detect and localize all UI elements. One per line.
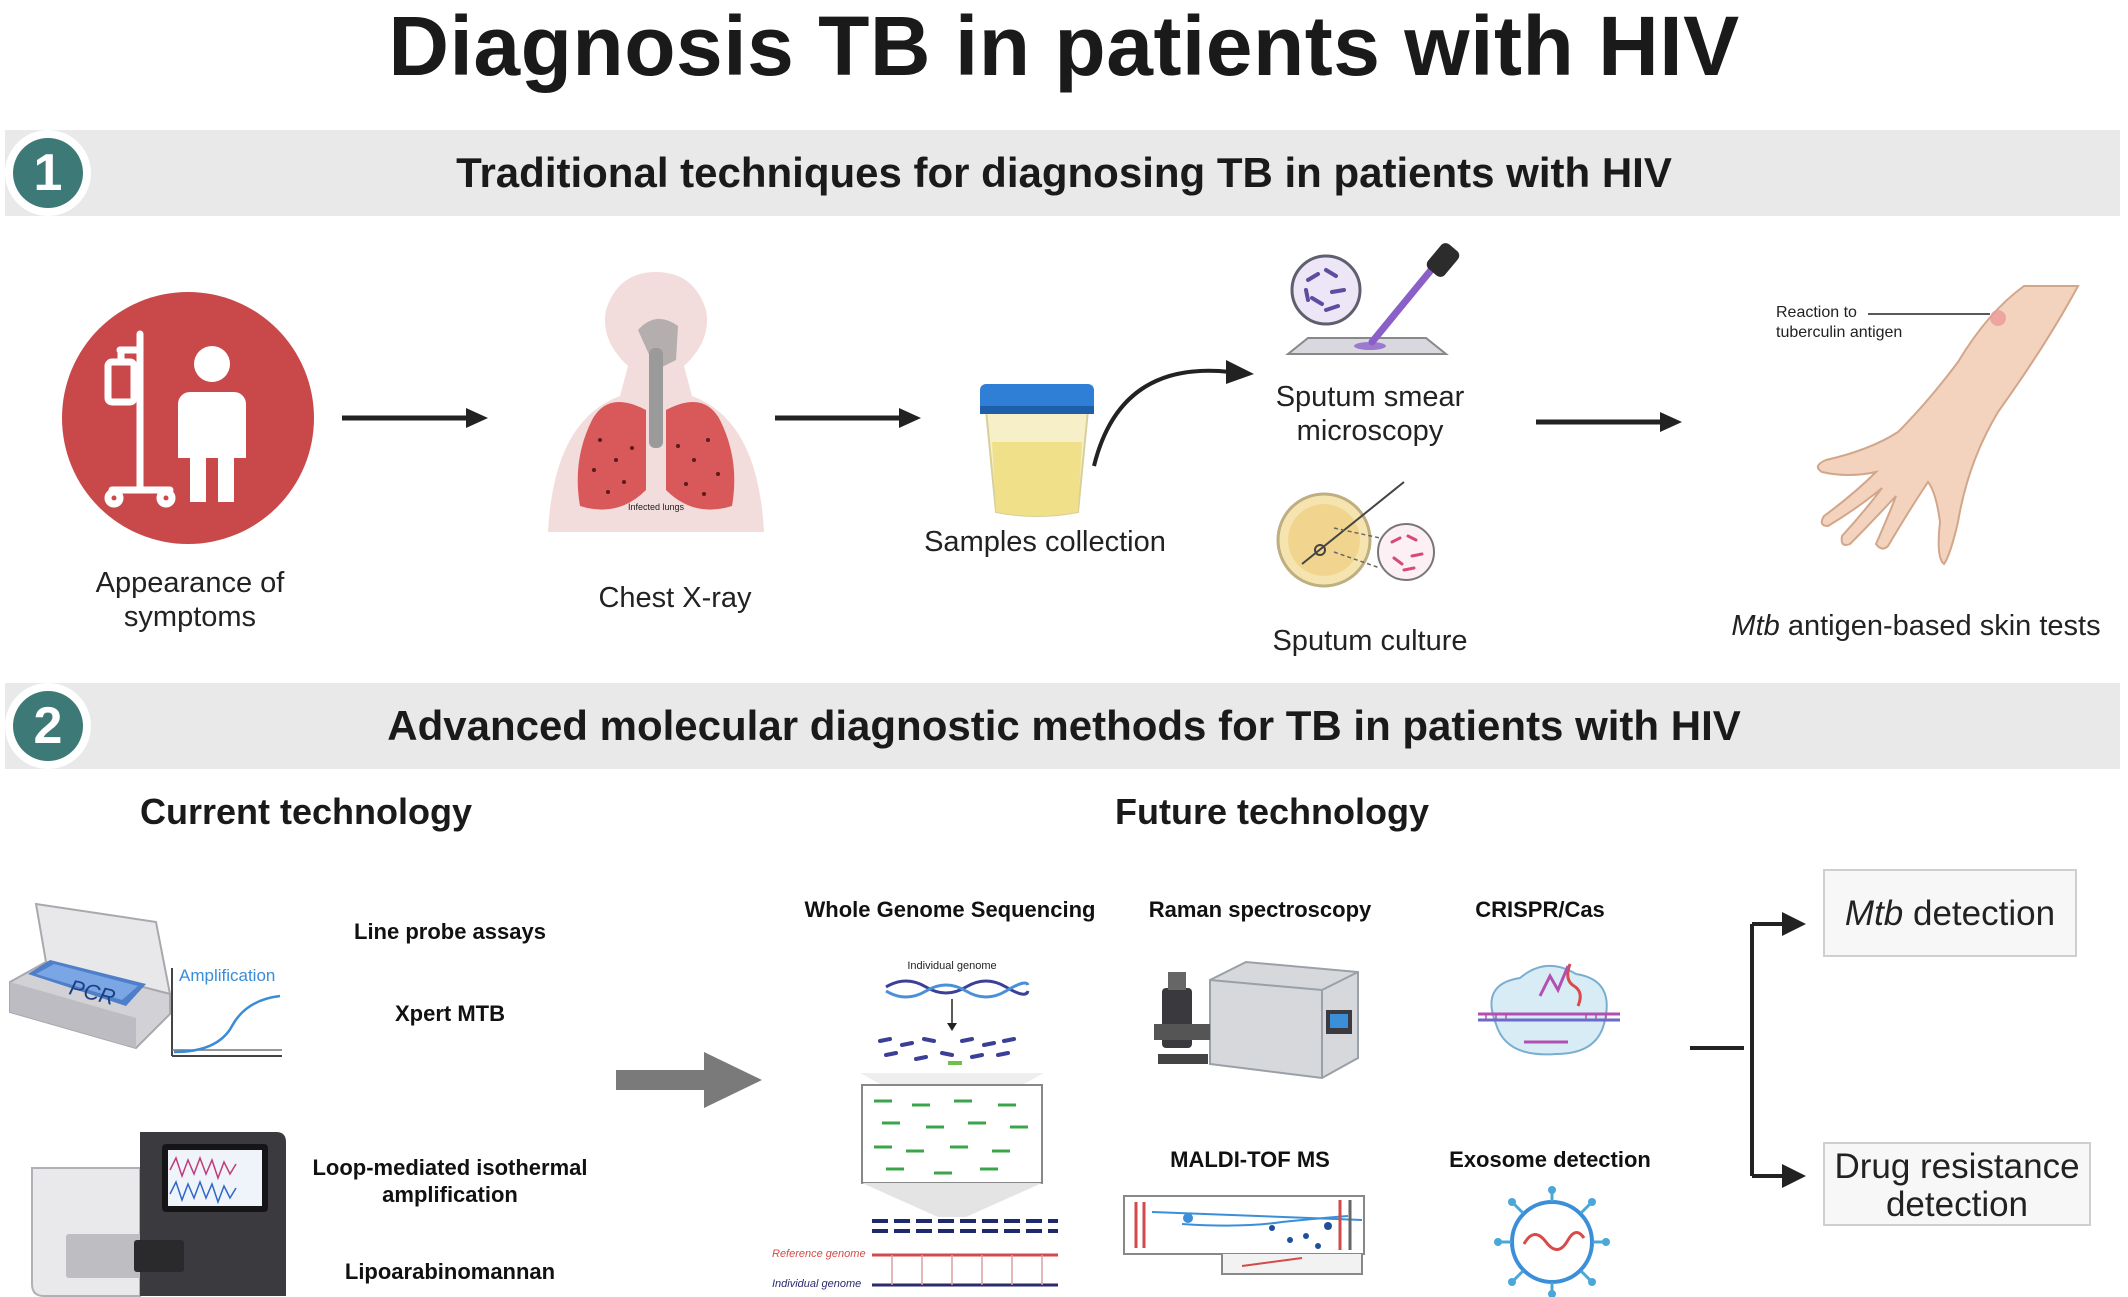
skin-test-label-italic: Mtb [1731, 610, 1780, 642]
wgs-reference-label: Reference genome [772, 1248, 866, 1260]
main-title: Diagnosis TB in patients with HIV [388, 0, 1740, 93]
symptoms-label: Appearance of symptoms [95, 567, 285, 633]
microscope-slide-icon [1285, 243, 1460, 355]
iv-patient-icon [62, 292, 314, 544]
skin-reaction-label: Reaction to tuberculin antigen [1776, 304, 1903, 341]
future-tech-heading: Future technology [1115, 791, 1429, 832]
skin-test-label: Mtb antigen-based skin tests [1716, 609, 2116, 643]
crispr-icon [1478, 963, 1620, 1056]
method-xpert: Xpert MTB [395, 1001, 505, 1026]
mtb-detection-italic: Mtb [1844, 894, 1904, 933]
raman-label: Raman spectroscopy [1148, 897, 1372, 922]
exosome-icon [1494, 1186, 1610, 1297]
grey-arrow [616, 1052, 762, 1108]
petri-dish-icon [1276, 481, 1435, 588]
amplification-curve-icon [171, 968, 282, 1057]
sample-cup-icon [980, 384, 1094, 517]
section-1-number: 1 [13, 138, 83, 208]
mtb-detection-rest: detection [1903, 894, 2056, 933]
section-2-number-badge: 2 [5, 683, 91, 769]
pcr-machine-icon: PCR [9, 902, 172, 1050]
wgs-individual-genome-top: Individual genome [907, 960, 996, 972]
smear-label: Sputum smear microscopy [1275, 381, 1465, 447]
samples-label: Samples collection [924, 526, 1166, 558]
arrow-3 [1536, 412, 1682, 432]
xray-label: Chest X-ray [598, 582, 752, 614]
method-lam: Lipoarabinomannan [344, 1259, 556, 1284]
section-2-number: 2 [13, 691, 83, 761]
raman-spectrometer-icon [1154, 960, 1359, 1080]
culture-label: Sputum culture [1272, 625, 1468, 657]
lungs-icon: Infected lungs [548, 272, 764, 532]
section-1-band [5, 130, 2120, 216]
section-2-title: Advanced molecular diagnostic methods fo… [387, 702, 1741, 749]
curved-arrow [1092, 360, 1254, 467]
amplification-label: Amplification [179, 966, 276, 985]
crispr-label: CRISPR/Cas [1475, 897, 1605, 922]
drug-resistance-box: Drug resistance detection [1823, 1142, 2091, 1226]
arrow-1 [342, 408, 488, 428]
lungs-caption: Infected lungs [628, 502, 685, 512]
outcome-connector [1690, 912, 1806, 1188]
maldi-tof-icon [1123, 1195, 1365, 1275]
arrow-2 [775, 408, 921, 428]
section-2-band [5, 683, 2120, 769]
arm-icon [1816, 285, 2080, 566]
current-tech-heading: Current technology [140, 791, 473, 832]
sequencer-icon [31, 1132, 286, 1297]
wgs-label: Whole Genome Sequencing [804, 897, 1096, 922]
maldi-label: MALDI-TOF MS [1170, 1147, 1330, 1172]
section-1-number-badge: 1 [5, 130, 91, 216]
method-lamp: Loop-mediated isothermal amplification [312, 1155, 588, 1207]
skin-test-label-rest: antigen-based skin tests [1779, 610, 2101, 642]
mtb-detection-box: Mtb detection [1823, 869, 2077, 957]
exosome-label: Exosome detection [1449, 1147, 1651, 1172]
section-1-title: Traditional techniques for diagnosing TB… [456, 149, 1672, 196]
wgs-individual-label: Individual genome [772, 1278, 861, 1290]
method-line-probe: Line probe assays [354, 919, 546, 944]
dna-icon: Individual genome Reference genome Indiv… [772, 960, 1058, 1290]
